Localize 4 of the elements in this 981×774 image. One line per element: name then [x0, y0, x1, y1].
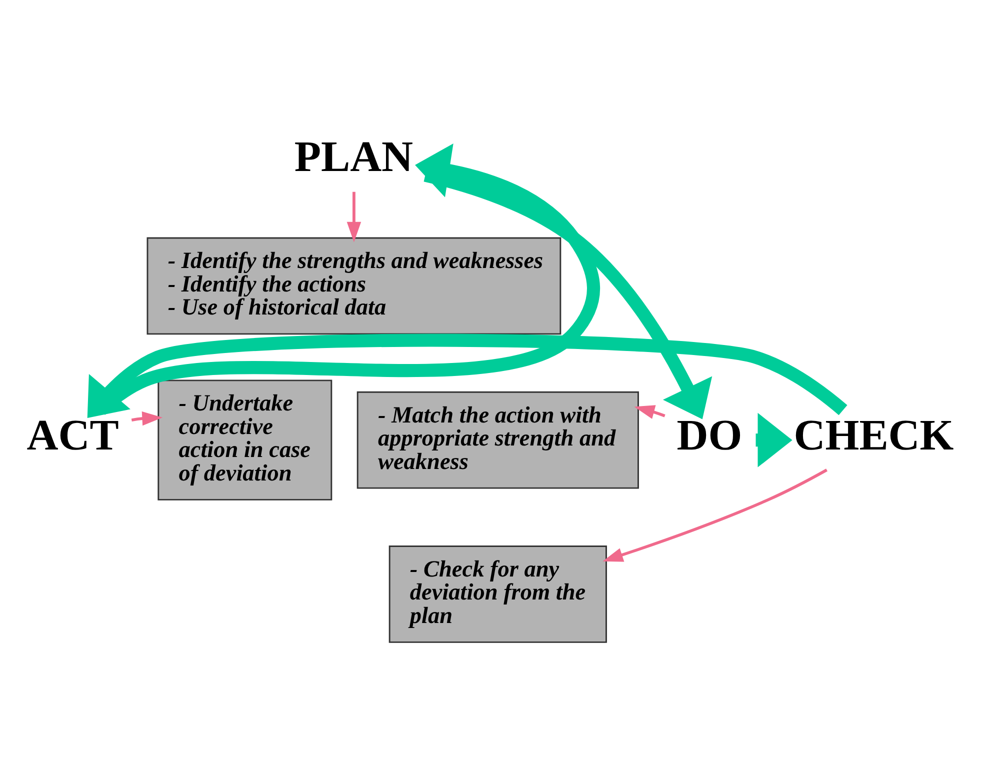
node-text: PLAN [294, 133, 413, 182]
node-text: CHECK [793, 412, 954, 460]
node-text: ACT [26, 412, 118, 460]
node-text: DO [676, 412, 742, 460]
